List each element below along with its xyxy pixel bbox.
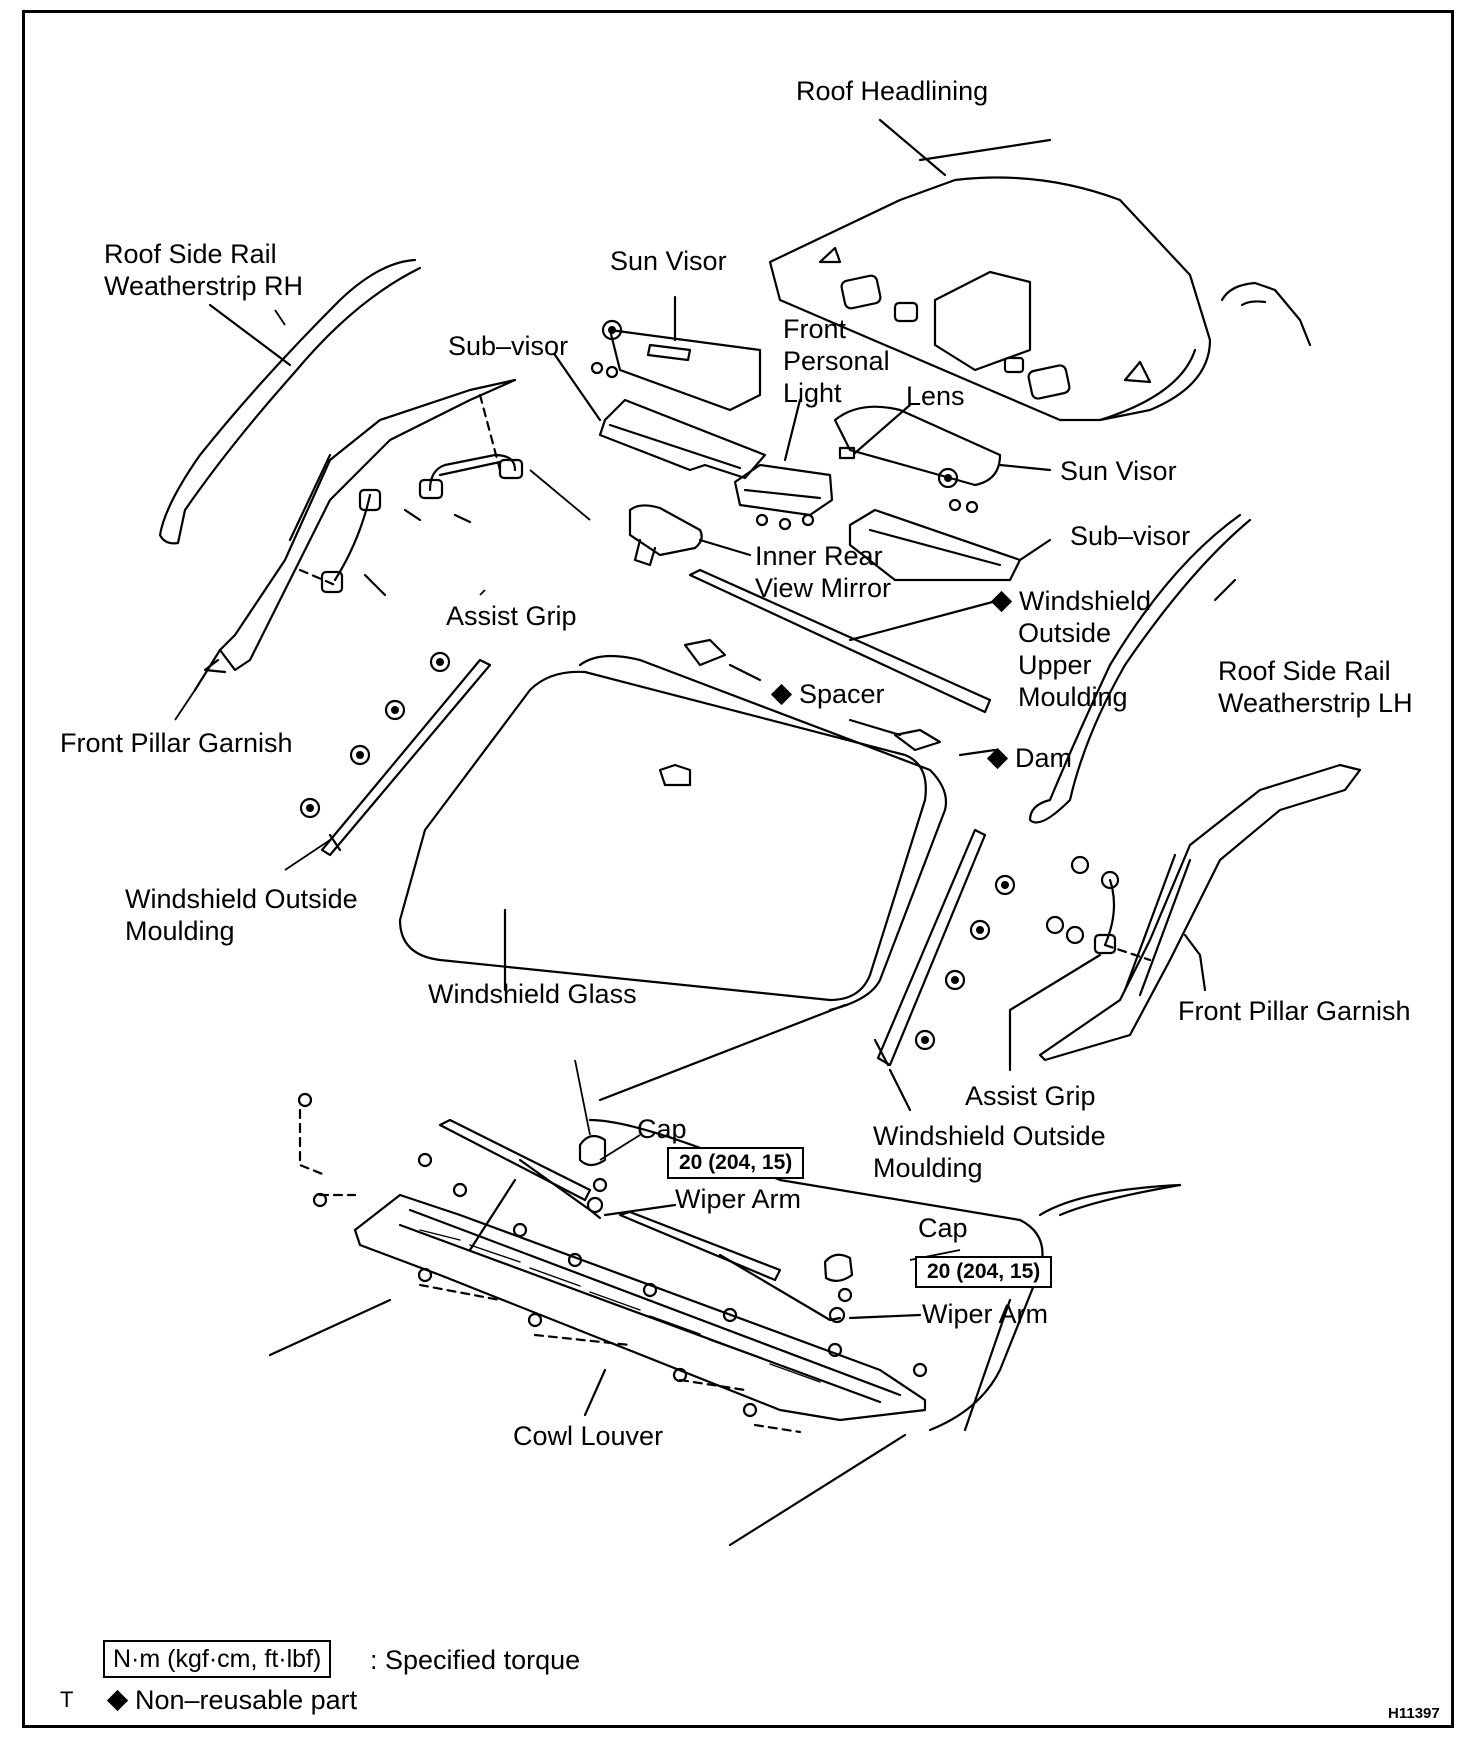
fasteners [306, 326, 1009, 1044]
leader-lines [174, 309, 961, 1261]
label-front-pillar-garnish-right: Front Pillar Garnish [1178, 996, 1411, 1026]
sun-visor-part [590, 295, 762, 412]
label-cap-right: Cap [918, 1213, 968, 1243]
label-roof-headlining: Roof Headlining [796, 76, 989, 106]
sub-visor-right-part [848, 508, 1052, 582]
body-outline [268, 1118, 1182, 1547]
label-front-personal-light-line1: Front [783, 314, 847, 344]
cowl-louver-part [297, 1092, 928, 1434]
label-windshield-outside-upper-line4: Moulding [1018, 682, 1128, 712]
label-spacer: Spacer [770, 678, 885, 710]
label-wiper-arm-right: Wiper Arm [922, 1299, 1049, 1329]
roof-side-rail-rh-part [158, 258, 422, 545]
legend-nonreusable-text: Non–reusable part [135, 1685, 358, 1715]
torque-box-left: 20 (204, 15) [667, 1147, 805, 1179]
upper-moulding-part [683, 568, 1002, 757]
label-cap-left: Cap [637, 1114, 687, 1144]
label-inner-rear-view-mirror-line2: View Mirror [755, 573, 892, 603]
windshield-outside-moulding-right-part [873, 828, 1016, 1112]
nonreusable-diamond-icon [986, 747, 1009, 769]
label-assist-grip-right: Assist Grip [965, 1081, 1096, 1111]
windshield-outside-moulding-left-part [299, 651, 492, 857]
label-sun-visor-right: Sun Visor [1060, 456, 1177, 486]
nonreusable-diamond-icon [990, 590, 1013, 612]
nonreusable-diamond-icon [106, 1689, 129, 1711]
label-roof-side-rail-lh-line2: Weatherstrip LH [1218, 688, 1413, 718]
inner-rear-view-mirror-part [628, 504, 752, 567]
front-pillar-garnish-right-part [1008, 763, 1362, 1072]
legend-torque-description: : Specified torque [370, 1645, 581, 1675]
label-inner-rear-view-mirror-line1: Inner Rear [755, 541, 883, 571]
label-text: Spacer [799, 679, 885, 709]
label-assist-grip-left: Assist Grip [446, 601, 577, 631]
wiper-arm-left-part [438, 1118, 677, 1220]
nonreusable-diamond-icon [770, 683, 793, 705]
wiper-arm-right-part [618, 1210, 922, 1324]
label-windshield-outside-upper-line2: Outside [1018, 618, 1112, 648]
label-windshield-outside-left-line2: Moulding [125, 916, 235, 946]
label-roof-side-rail-rh-line1: Roof Side Rail [104, 239, 277, 269]
legend-nonreusable: Non–reusable part [106, 1684, 357, 1716]
label-dam: Dam [986, 742, 1072, 774]
label-cowl-louver: Cowl Louver [513, 1421, 664, 1451]
roof-side-rail-lh-part [1028, 513, 1252, 824]
torque-box-right: 20 (204, 15) [915, 1256, 1053, 1288]
label-roof-side-rail-lh-line1: Roof Side Rail [1218, 656, 1391, 686]
assist-grip-left-part [320, 453, 524, 597]
label-windshield-outside-right-line2: Moulding [873, 1153, 983, 1183]
label-front-pillar-garnish-left: Front Pillar Garnish [60, 728, 293, 758]
label-text: Dam [1015, 743, 1073, 773]
label-windshield-outside-upper-line3: Upper [1018, 650, 1092, 680]
label-lens: Lens [906, 381, 965, 411]
label-windshield-outside-right-line1: Windshield Outside [873, 1121, 1106, 1151]
label-windshield-outside-upper-line1: Windshield [990, 585, 1151, 617]
diagram-frame [22, 10, 1454, 1728]
front-pillar-garnish-left-part [193, 378, 517, 692]
label-sub-visor-right: Sub–visor [1070, 521, 1191, 551]
legend-torque-unit: N·m (kgf·cm, ft·lbf) [103, 1640, 332, 1678]
windshield-glass-part [398, 654, 948, 1102]
label-roof-side-rail-rh-line2: Weatherstrip RH [104, 271, 304, 301]
label-front-personal-light-line2: Personal [783, 346, 890, 376]
label-windshield-outside-left-line1: Windshield Outside [125, 884, 358, 914]
front-personal-light-part [733, 398, 834, 531]
sub-visor-left-part [553, 353, 767, 480]
label-sun-visor-top: Sun Visor [610, 246, 727, 276]
label-windshield-glass: Windshield Glass [428, 979, 637, 1009]
label-wiper-arm-left: Wiper Arm [675, 1184, 802, 1214]
label-front-personal-light-line3: Light [783, 378, 842, 408]
sun-visor-right-part [833, 403, 1052, 514]
legend-side-mark: T [60, 1687, 74, 1712]
label-text: Windshield [1019, 586, 1152, 616]
figure-code: H11397 [1388, 1705, 1440, 1722]
label-sub-visor-left: Sub–visor [448, 331, 569, 361]
roof-headlining-part [768, 118, 1312, 422]
